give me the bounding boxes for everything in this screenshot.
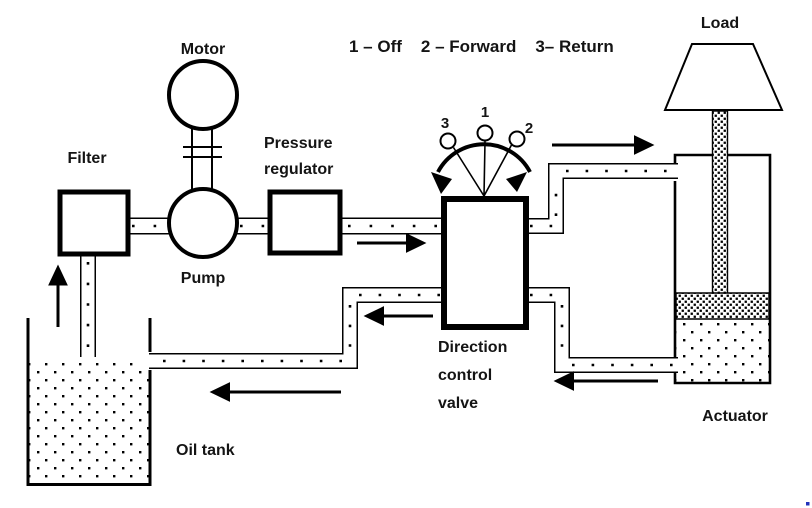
flow-arrows [48, 135, 658, 402]
oil-tank-walls [26, 318, 152, 486]
pressure-regulator-box [267, 189, 343, 256]
return-pipe-valve-to-tank [147, 287, 446, 369]
selector-position-3: 3 [440, 115, 450, 132]
filter-label: Filter [67, 150, 107, 167]
legend-off: 1 – Off [349, 37, 402, 56]
piston [675, 292, 770, 320]
legend-return: 3– Return [535, 37, 614, 56]
mode-legend: 1 – Off 2 – Forward 3– Return [349, 37, 614, 57]
flow-arrow-left-from-valve [363, 306, 433, 326]
arc-arrowhead-right [506, 172, 527, 192]
actuator-fluid [676, 320, 769, 382]
filter-box [57, 189, 131, 257]
actuator-label: Actuator [702, 408, 768, 425]
valve-selector-dial [431, 124, 532, 197]
motor-label: Motor [180, 41, 226, 58]
flow-arrow-left-from-actuator [553, 371, 658, 391]
selector-position-2: 2 [524, 120, 534, 137]
oil-tank-label: Oil tank [176, 442, 235, 459]
load-label: Load [700, 15, 740, 32]
legend-forward: 2 – Forward [420, 37, 517, 56]
corner-dot [806, 502, 810, 506]
direction-control-valve-box [441, 196, 529, 330]
flow-arrow-left-return-to-tank [209, 382, 341, 402]
oil-tank-fluid [29, 359, 149, 485]
selector-swing-arc [436, 142, 532, 173]
piston-rod [711, 110, 729, 295]
flow-arrow-up-suction [48, 264, 68, 327]
pipe-actuator-to-valve-bottom [524, 287, 679, 373]
pressure-regulator-label: Pressure regulator [264, 135, 334, 178]
load-shape [663, 43, 784, 111]
motor-circle [167, 59, 239, 131]
actuator-cylinder-walls [673, 153, 772, 385]
pipe-valve-to-actuator-top [524, 163, 679, 234]
flow-arrow-right-to-valve [357, 233, 427, 253]
motor-shaft [183, 126, 222, 192]
direction-control-valve-label: Direction control valve [438, 339, 508, 412]
arc-arrowhead-left [431, 172, 452, 194]
flow-arrow-right-to-actuator [552, 135, 655, 155]
selector-position-1: 1 [480, 104, 490, 121]
pump-circle [167, 187, 239, 259]
pump-label: Pump [180, 270, 226, 287]
